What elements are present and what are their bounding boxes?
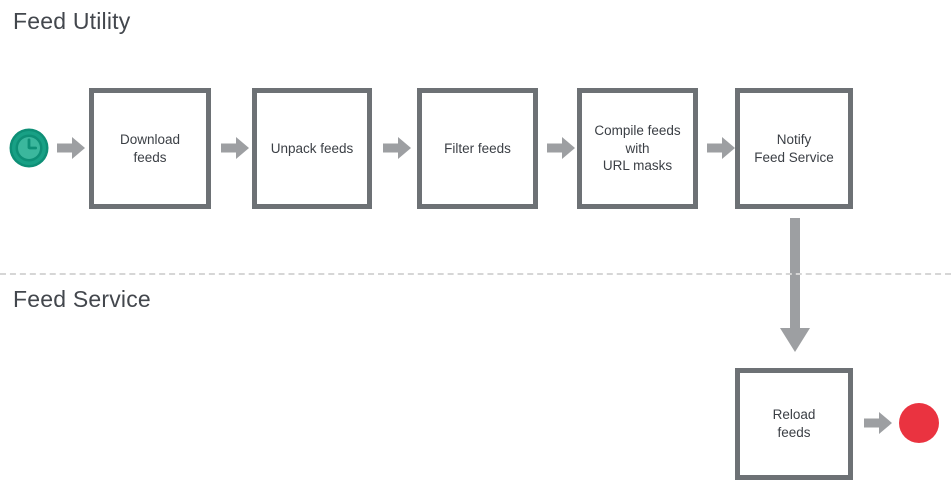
arrow-reload-to-end <box>864 412 892 434</box>
lane-title-feed-service: Feed Service <box>13 286 151 312</box>
process-box-label: Notify Feed Service <box>754 131 834 165</box>
process-box-notify-feed-service[interactable]: Notify Feed Service <box>735 88 853 209</box>
lane-divider <box>0 273 951 275</box>
clock-icon <box>9 128 49 168</box>
arrow-notify-to-reload <box>780 218 810 352</box>
process-box-label: Filter feeds <box>444 140 511 156</box>
arrow-start-to-download <box>57 137 85 159</box>
arrow-compile-to-notify <box>707 137 735 159</box>
process-box-filter-feeds[interactable]: Filter feeds <box>417 88 538 209</box>
end-event-node[interactable] <box>899 403 939 443</box>
process-box-label: Compile feeds with URL masks <box>594 122 681 174</box>
process-box-label: Reload feeds <box>772 407 816 440</box>
start-event-clock[interactable] <box>9 128 49 168</box>
arrow-filter-to-compile <box>547 137 575 159</box>
arrow-unpack-to-filter <box>383 137 411 159</box>
lane-title-feed-utility: Feed Utility <box>13 8 131 34</box>
process-box-label: Unpack feeds <box>270 140 354 156</box>
process-box-label: Download feeds <box>119 131 181 165</box>
process-box-download-feeds[interactable]: Download feeds <box>89 88 211 209</box>
process-box-unpack-feeds[interactable]: Unpack feeds <box>252 88 372 209</box>
process-box-reload-feeds[interactable]: Reload feeds <box>735 368 853 480</box>
arrow-download-to-unpack <box>221 137 249 159</box>
process-box-compile-feeds-with-url-masks[interactable]: Compile feeds with URL masks <box>577 88 698 209</box>
